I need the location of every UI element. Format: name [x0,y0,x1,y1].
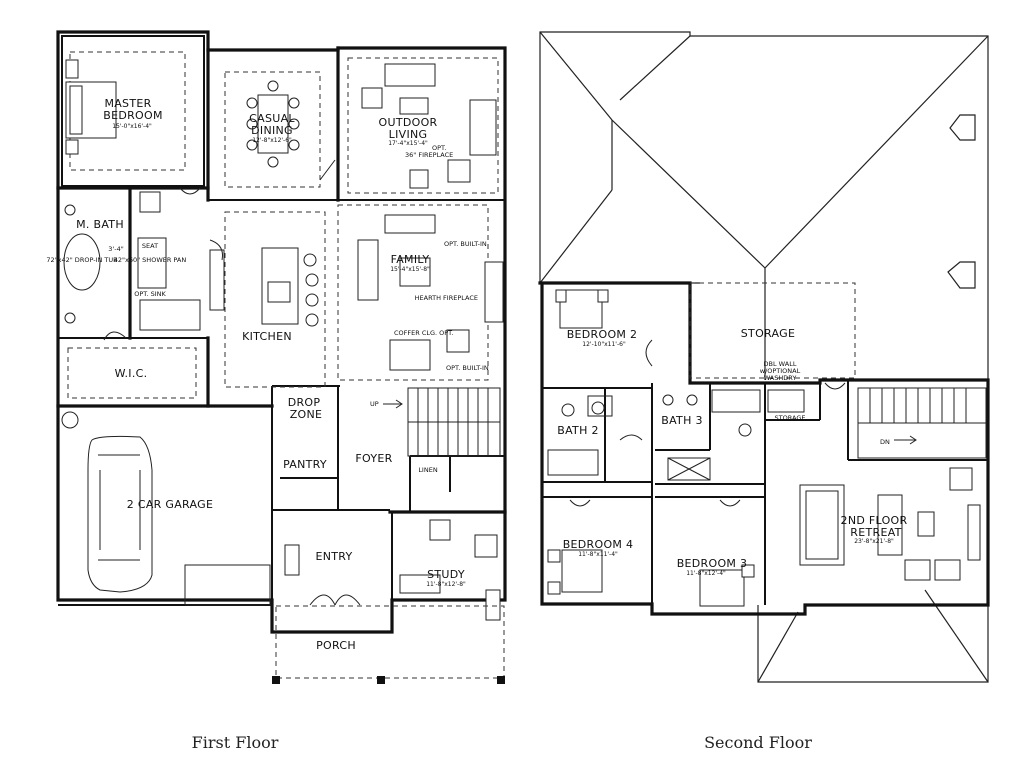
note-dbl-wall-2: w/OPTIONAL [760,367,801,375]
label-master-bedroom: MASTER [104,97,151,110]
label-up: UP [370,400,379,408]
label-retreat-2: RETREAT [850,526,901,539]
dims-family: 15'-4"x15'-8" [390,266,430,273]
label-outdoor-living-2: LIVING [389,128,428,141]
label-kitchen: KITCHEN [242,330,292,343]
label-drop-zone-2: ZONE [290,408,323,421]
first-floor-labels: MASTER BEDROOM 15'-0"x16'-4" CASUAL DINI… [46,97,488,652]
label-storage-small: STORAGE [775,414,806,422]
second-floor-labels: BEDROOM 2 12'-10"x11'-6" STORAGE DBL WAL… [557,327,907,577]
dims-bedroom-4: 11'-8"x11'-4" [578,551,618,558]
label-family: FAMILY [391,253,430,266]
label-garage: 2 CAR GARAGE [127,498,214,511]
note-dbl-wall-3: WASHDRY [764,374,797,382]
label-retreat: 2ND FLOOR [841,514,908,527]
note-tub: 72"x42" DROP-IN TUB [46,256,117,264]
label-bedroom-3: BEDROOM 3 [677,557,748,570]
note-coffer: COFFER CLG. OPT. [394,329,453,337]
label-bath-3: BATH 3 [661,414,703,427]
dims-retreat: 23'-8"x21'-8" [854,538,894,545]
dims-master-bedroom: 15'-0"x16'-4" [112,123,152,130]
label-bedroom-2: BEDROOM 2 [567,328,638,341]
label-casual-dining: CASUAL [249,112,295,125]
caption-first-floor: First Floor [192,733,279,752]
note-opt-builtin-bottom: OPT. BUILT-IN [446,364,489,372]
label-linen: LINEN [418,466,438,474]
label-storage: STORAGE [741,327,795,340]
second-floor-plan [538,31,990,683]
note-opt-sink: OPT. SINK [134,290,166,298]
label-porch: PORCH [316,639,356,652]
label-entry: ENTRY [315,550,352,563]
note-dim: 3'-4" [108,245,123,253]
label-drop-zone: DROP [288,396,321,409]
label-dn: DN [880,438,890,446]
dims-study: 11'-8"x12'-8" [426,581,466,588]
dims-outdoor-living: 17'-4"x15'-4" [388,140,428,147]
note-opt-builtin-top: OPT. BUILT-IN [444,240,487,248]
note-dbl-wall: DBL WALL [764,360,797,368]
first-floor-stairs [383,387,501,457]
note-seat: SEAT [142,242,158,250]
label-wic: W.I.C. [115,367,148,380]
label-bedroom-4: BEDROOM 4 [563,538,634,551]
note-fireplace: 36" FIREPLACE [405,151,453,159]
label-bath-2: BATH 2 [557,424,599,437]
dims-bedroom-3: 11'-8"x12'-4" [686,570,726,577]
second-floor-stairs [857,387,987,459]
note-opt: OPT. [432,144,446,152]
note-fireplace-family: HEARTH FIREPLACE [415,294,478,302]
label-m-bath: M. BATH [76,218,124,231]
dims-casual-dining: 12'-8"x12'-6" [252,137,292,144]
label-outdoor-living: OUTDOOR [379,116,438,129]
caption-second-floor: Second Floor [704,733,812,752]
note-shower: 42"x60" SHOWER PAN [114,256,187,264]
label-study: STUDY [427,568,465,581]
label-pantry: PANTRY [283,458,327,471]
label-foyer: FOYER [355,452,392,465]
dims-bedroom-2: 12'-10"x11'-6" [582,341,626,348]
label-casual-dining-2: DINING [251,124,293,137]
label-master-bedroom-2: BEDROOM [103,109,163,122]
first-floor-plan [56,30,507,684]
